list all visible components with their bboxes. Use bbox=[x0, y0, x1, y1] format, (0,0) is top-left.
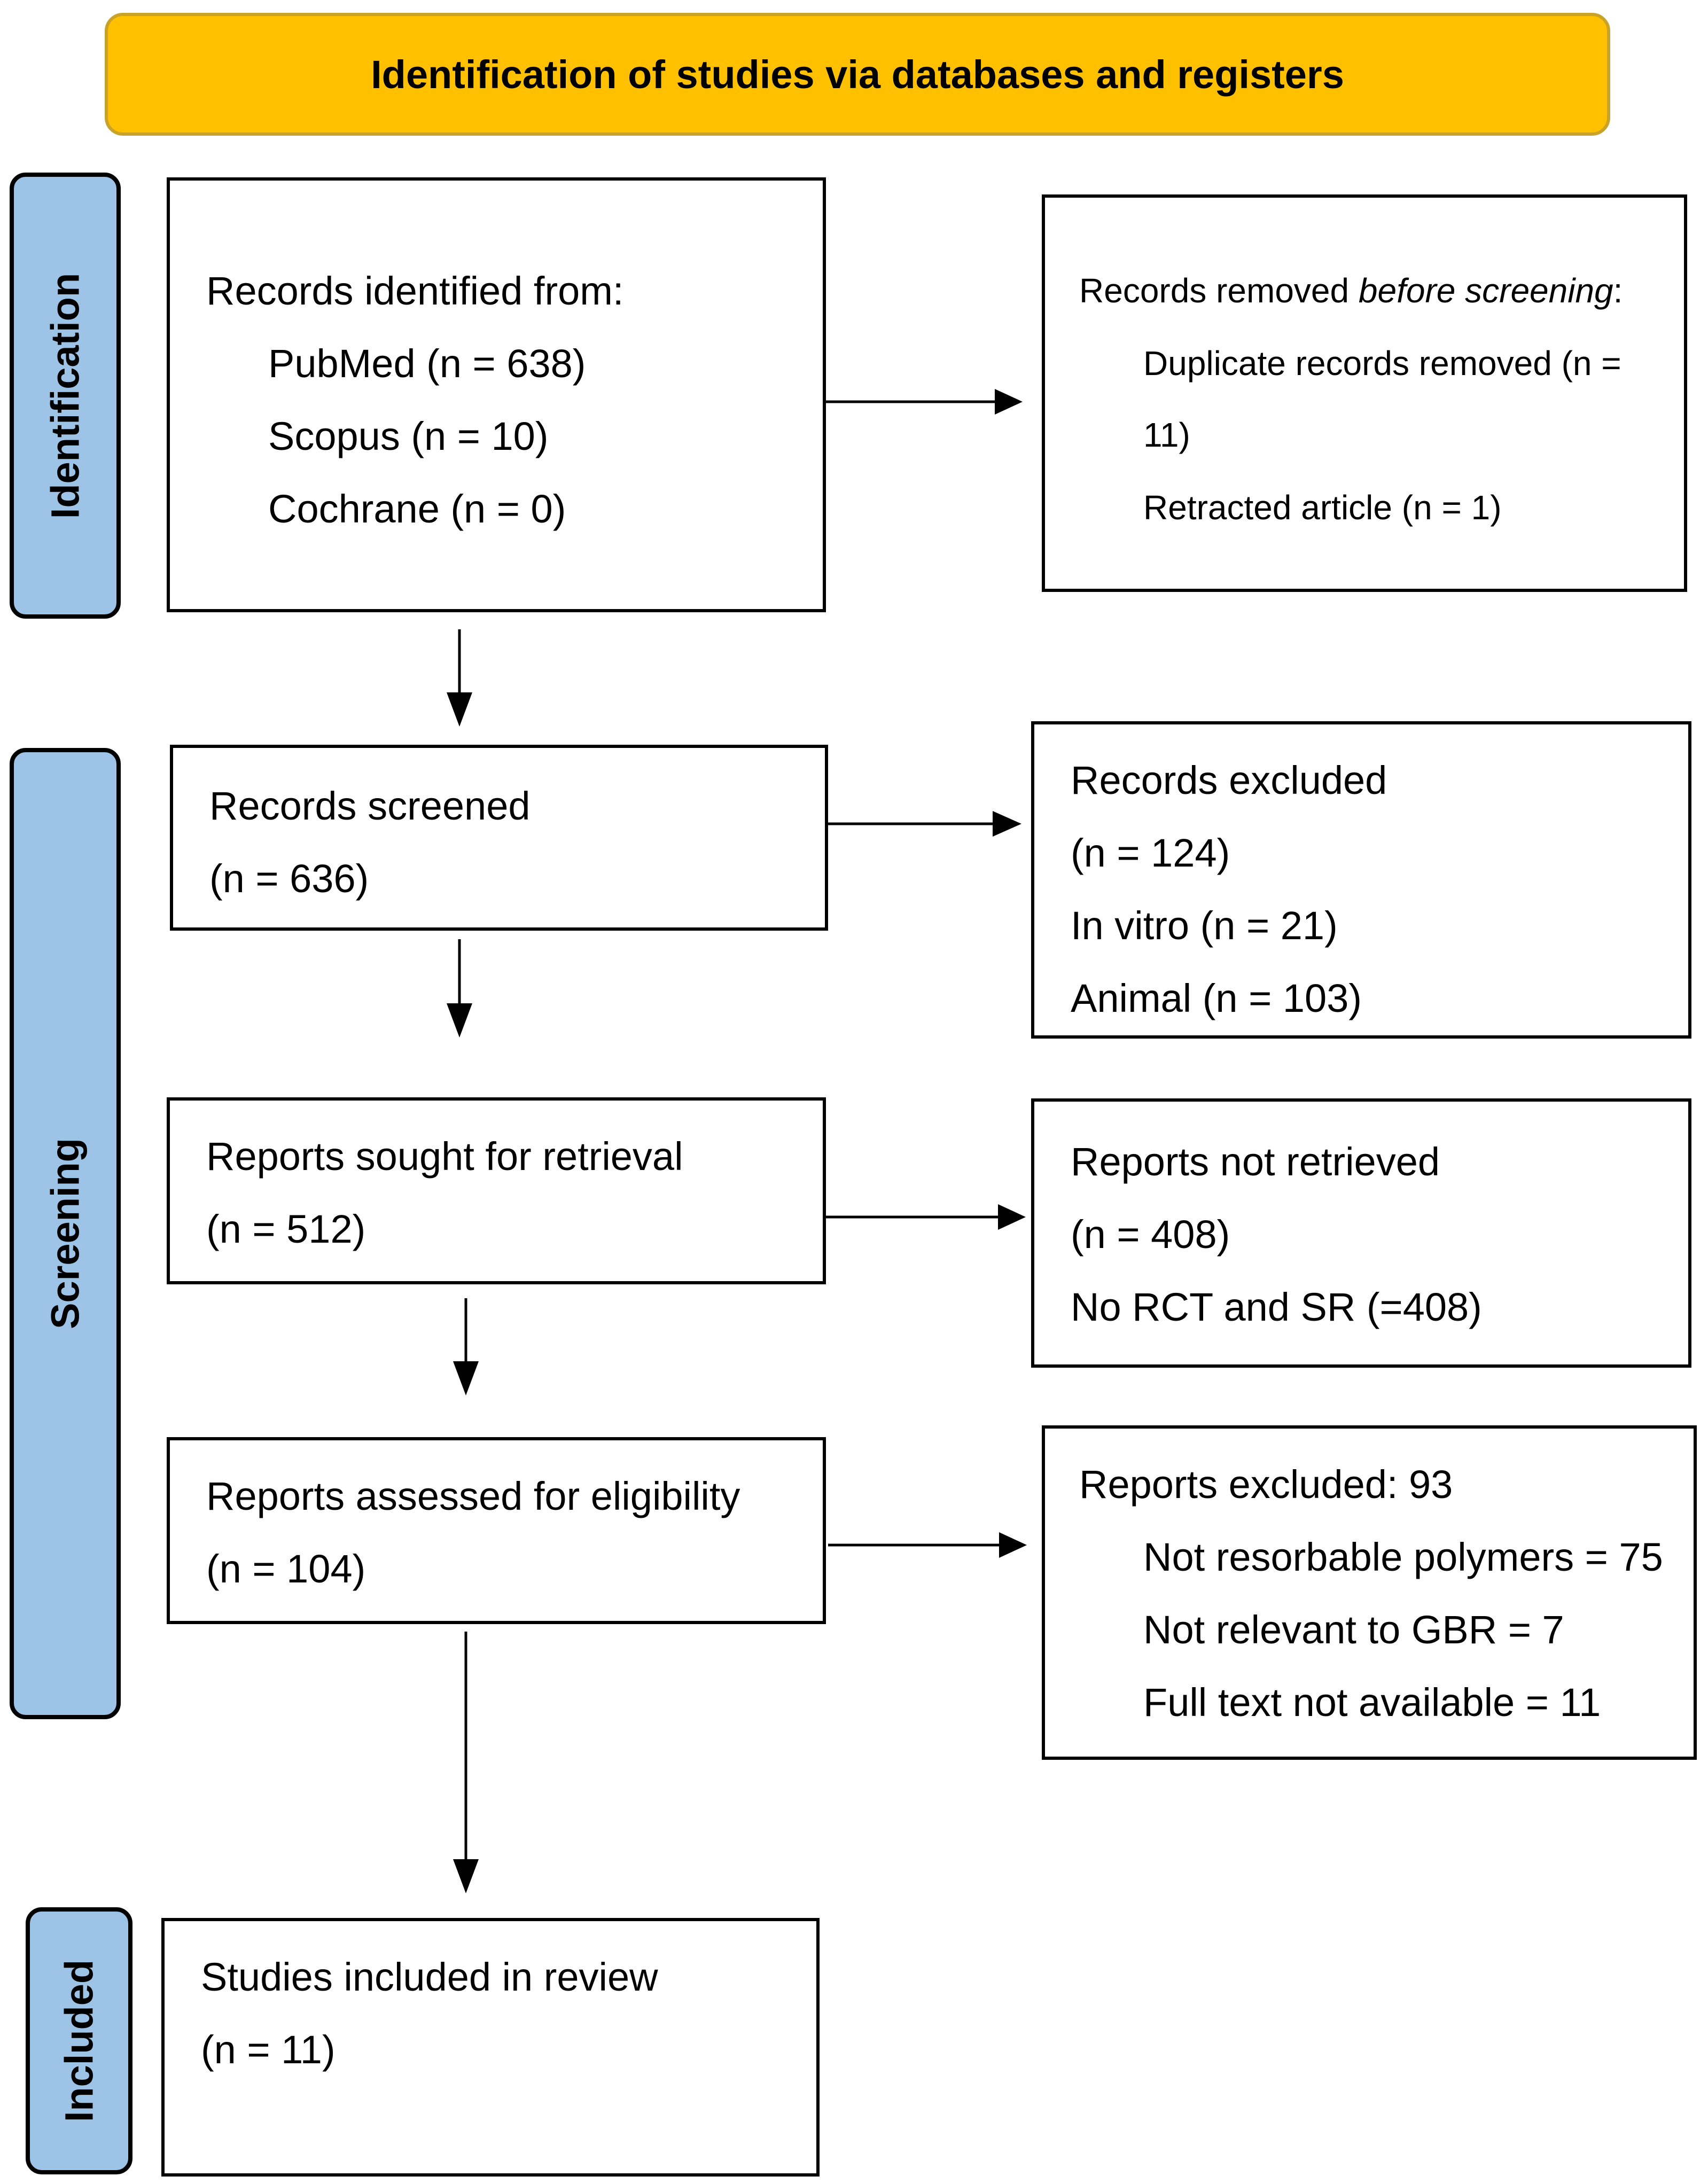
studies-included-box: Studies included in review (n = 11) bbox=[161, 1918, 820, 2177]
reports-not-retrieved-reason: No RCT and SR (=408) bbox=[1071, 1285, 1482, 1329]
arrowhead-excluded bbox=[993, 811, 1021, 837]
reports-excluded-gbr: Not relevant to GBR = 7 bbox=[1143, 1608, 1564, 1652]
reports-excluded-box: Reports excluded: 93 Not resorbable poly… bbox=[1042, 1425, 1697, 1760]
records-removed-retracted: Retracted article (n = 1) bbox=[1143, 488, 1502, 527]
reports-sought-box: Reports sought for retrieval (n = 512) bbox=[167, 1097, 826, 1284]
records-excluded-invitro: In vitro (n = 21) bbox=[1071, 903, 1338, 948]
phase-screening: Screening bbox=[10, 748, 121, 1719]
reports-sought-title: Reports sought for retrieval bbox=[206, 1134, 683, 1179]
header-banner: Identification of studies via databases … bbox=[105, 13, 1610, 136]
arrowhead-screened bbox=[447, 692, 472, 727]
arrowhead-sought bbox=[447, 1003, 472, 1038]
phase-identification: Identification bbox=[10, 173, 121, 619]
header-title: Identification of studies via databases … bbox=[371, 52, 1344, 97]
reports-assessed-count: (n = 104) bbox=[206, 1547, 366, 1591]
reports-sought-count: (n = 512) bbox=[206, 1207, 366, 1251]
studies-included-title: Studies included in review bbox=[201, 1955, 658, 1999]
arrowhead-not-retrieved bbox=[998, 1204, 1026, 1230]
records-excluded-box: Records excluded (n = 124) In vitro (n =… bbox=[1031, 721, 1691, 1039]
reports-excluded-fulltext: Full text not available = 11 bbox=[1143, 1680, 1601, 1725]
records-identified-box: Records identified from: PubMed (n = 638… bbox=[167, 177, 826, 612]
arrowhead-assessed bbox=[453, 1361, 479, 1395]
records-identified-pubmed: PubMed (n = 638) bbox=[268, 341, 586, 386]
records-removed-duplicates: Duplicate records removed (n = bbox=[1143, 344, 1621, 383]
studies-included-count: (n = 11) bbox=[201, 2027, 336, 2072]
records-identified-cochrane: Cochrane (n = 0) bbox=[268, 487, 566, 531]
reports-not-retrieved-count: (n = 408) bbox=[1071, 1212, 1230, 1257]
phase-included: Included bbox=[26, 1907, 132, 2174]
records-removed-title: Records removed before screening: bbox=[1079, 271, 1623, 310]
records-identified-title: Records identified from: bbox=[206, 269, 624, 313]
reports-not-retrieved-box: Reports not retrieved (n = 408) No RCT a… bbox=[1031, 1098, 1691, 1368]
reports-not-retrieved-title: Reports not retrieved bbox=[1071, 1140, 1440, 1184]
reports-assessed-box: Reports assessed for eligibility (n = 10… bbox=[167, 1437, 826, 1624]
records-excluded-animal: Animal (n = 103) bbox=[1071, 976, 1362, 1020]
records-screened-count: (n = 636) bbox=[209, 856, 369, 901]
arrowhead-included bbox=[453, 1859, 479, 1893]
reports-excluded-polymers: Not resorbable polymers = 75 bbox=[1143, 1535, 1663, 1579]
records-removed-box: Records removed before screening: Duplic… bbox=[1042, 194, 1687, 592]
reports-excluded-title: Reports excluded: 93 bbox=[1079, 1462, 1453, 1507]
arrowhead-reports-excluded bbox=[999, 1532, 1027, 1558]
records-identified-scopus: Scopus (n = 10) bbox=[268, 414, 549, 458]
records-excluded-title: Records excluded bbox=[1071, 758, 1387, 802]
records-screened-title: Records screened bbox=[209, 784, 531, 828]
records-screened-box: Records screened (n = 636) bbox=[170, 745, 828, 931]
reports-assessed-title: Reports assessed for eligibility bbox=[206, 1474, 740, 1518]
records-excluded-count: (n = 124) bbox=[1071, 831, 1230, 875]
records-removed-duplicates-cont: 11) bbox=[1143, 416, 1190, 454]
arrowhead-removed bbox=[995, 389, 1023, 415]
